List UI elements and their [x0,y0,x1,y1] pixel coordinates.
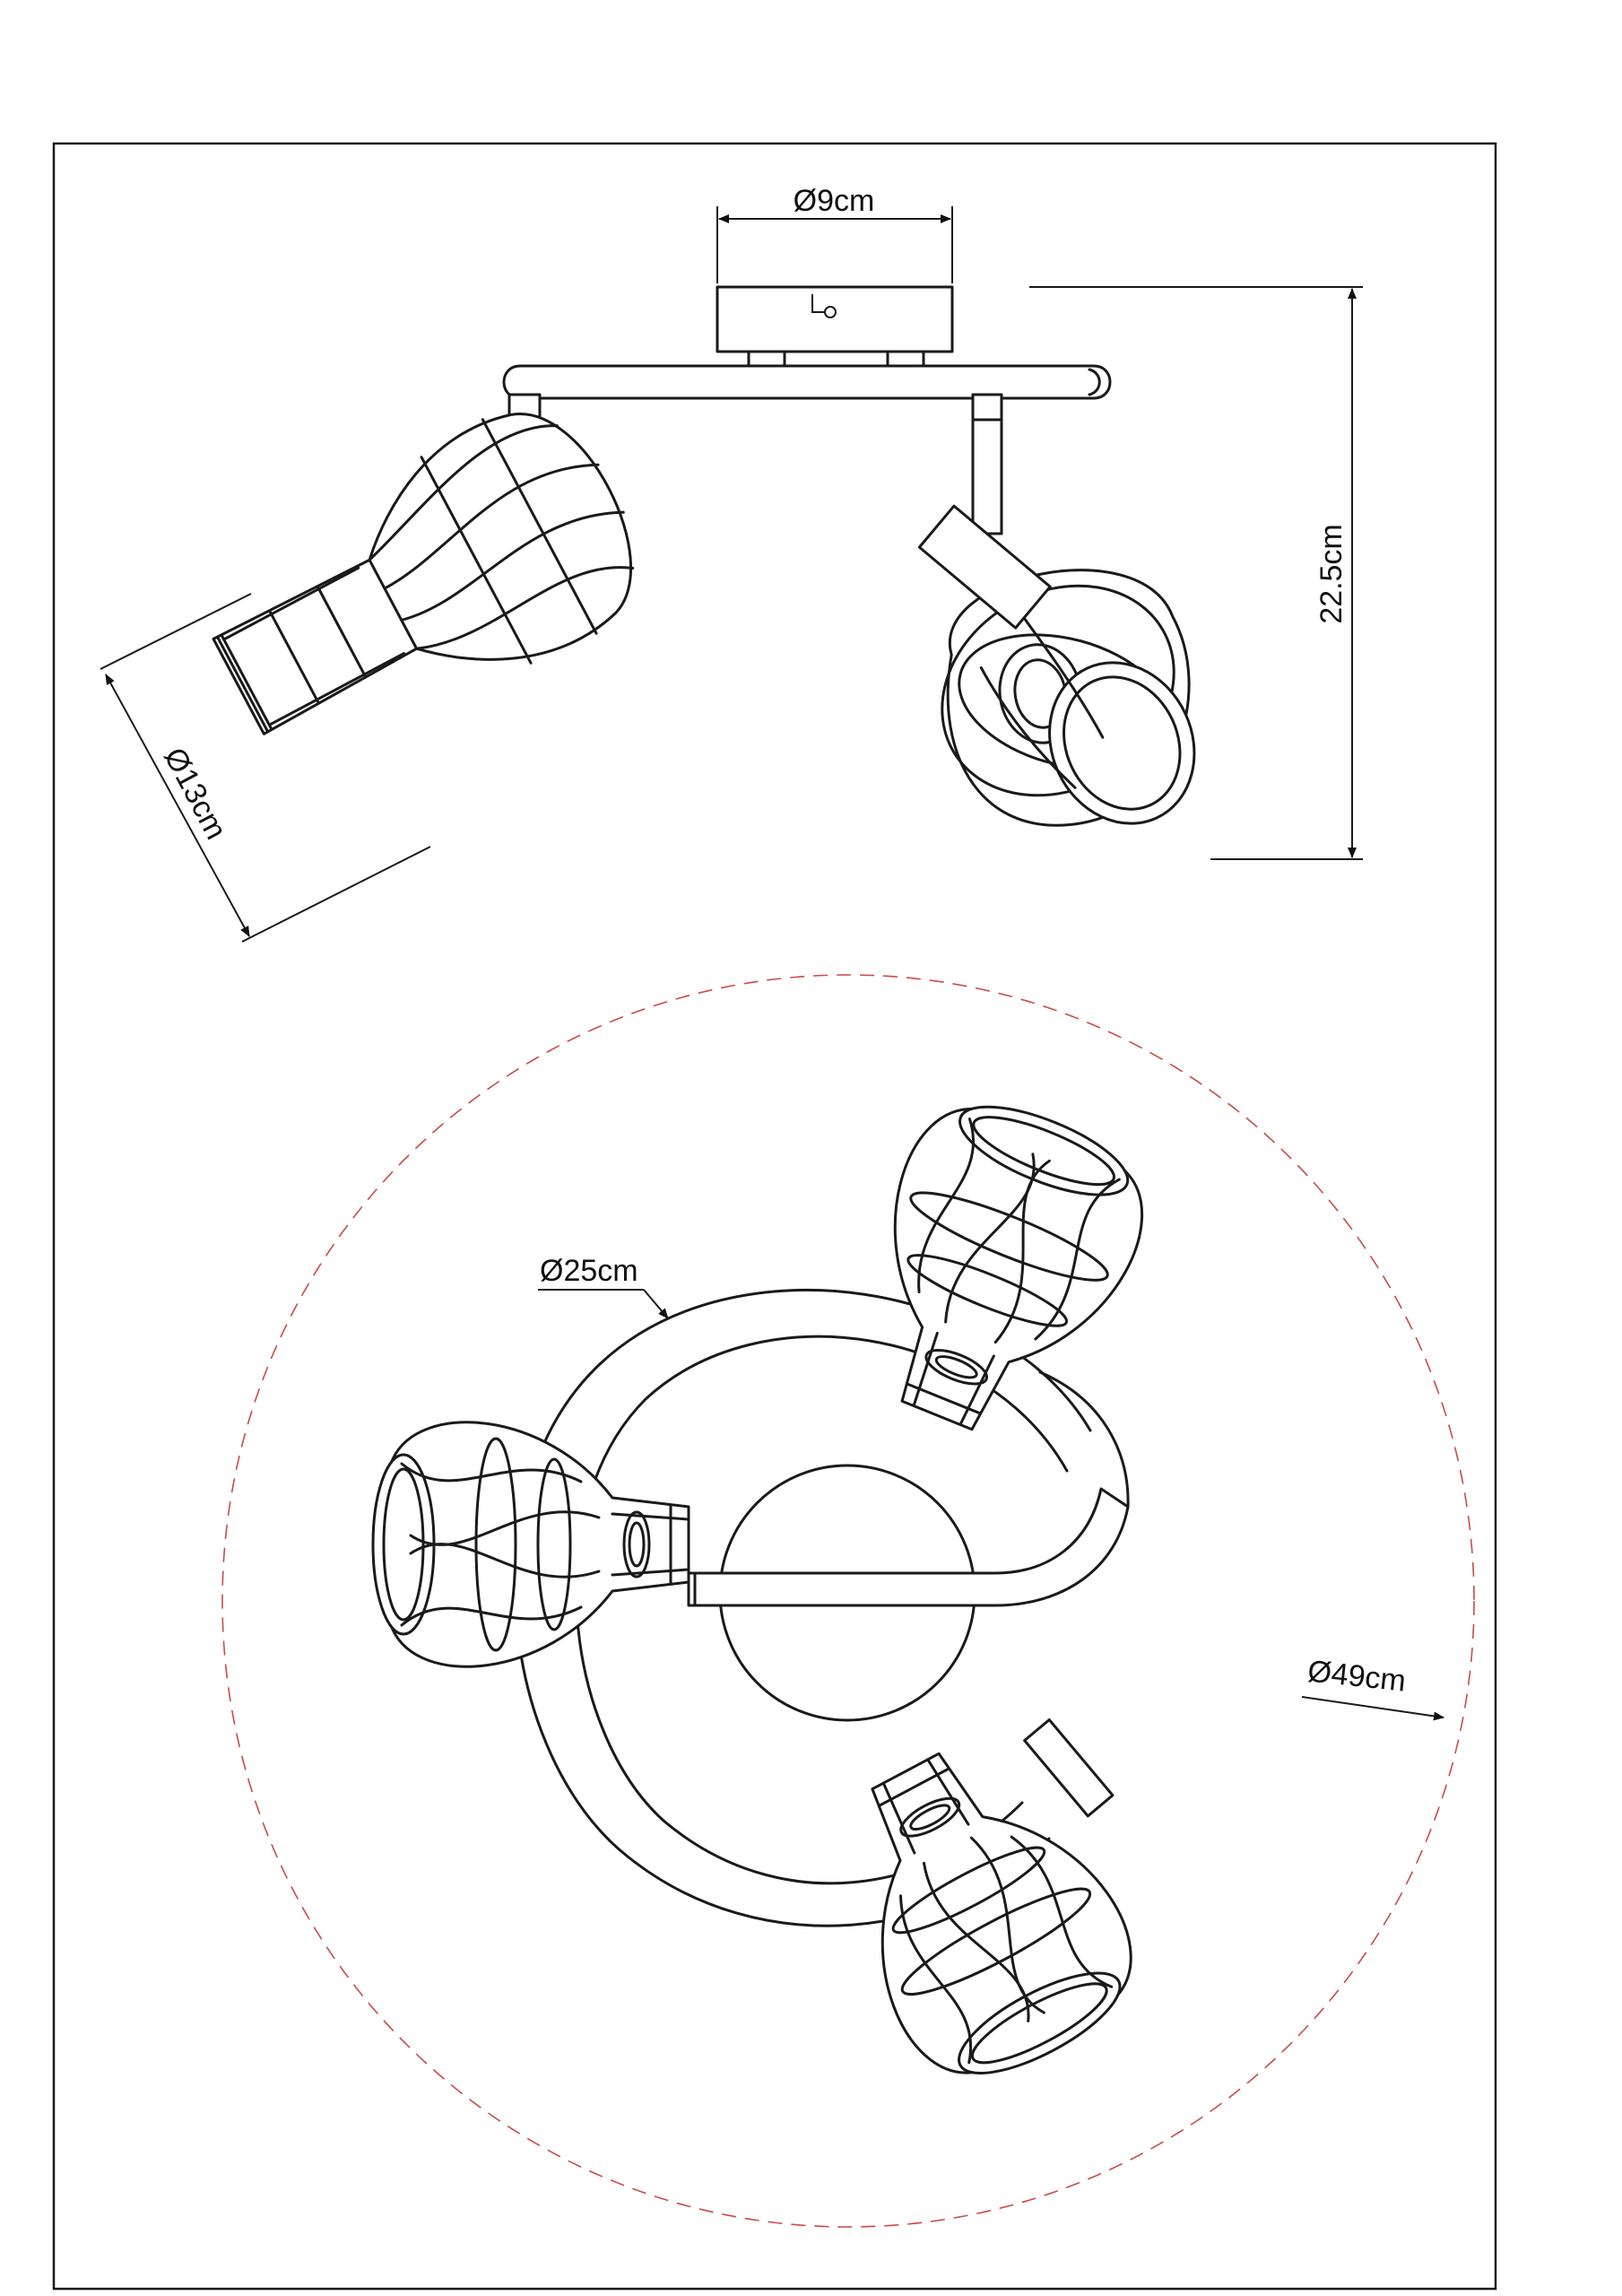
dimension-overall-diameter: Ø49cm [1301,1654,1444,1721]
top-view [221,974,1475,2228]
top-shade-left [371,1421,690,1668]
dimension-ring-diameter: Ø25cm [538,1254,669,1319]
spot-bar [502,364,1112,400]
top-shade-upper [822,1075,1170,1463]
dimension-canopy-diameter: Ø9cm [716,184,953,283]
side-shade-right [888,531,1233,876]
dimension-label-ring: Ø25cm [540,1254,638,1288]
canopy-screw [811,294,837,318]
top-shade-lower [796,1712,1164,2109]
dimension-height: 22.5cm [1029,286,1363,860]
dimension-label-shade: Ø13cm [157,743,233,846]
dimension-label-height: 22.5cm [1314,524,1349,624]
side-view [180,285,1233,876]
dimension-label-canopy: Ø9cm [794,184,875,218]
canopy [716,285,954,353]
overall-diameter-circle [221,974,1475,2228]
side-shade-left [180,379,670,796]
drawing-frame [52,142,1497,2291]
dimension-label-overall: Ø49cm [1306,1654,1408,1698]
